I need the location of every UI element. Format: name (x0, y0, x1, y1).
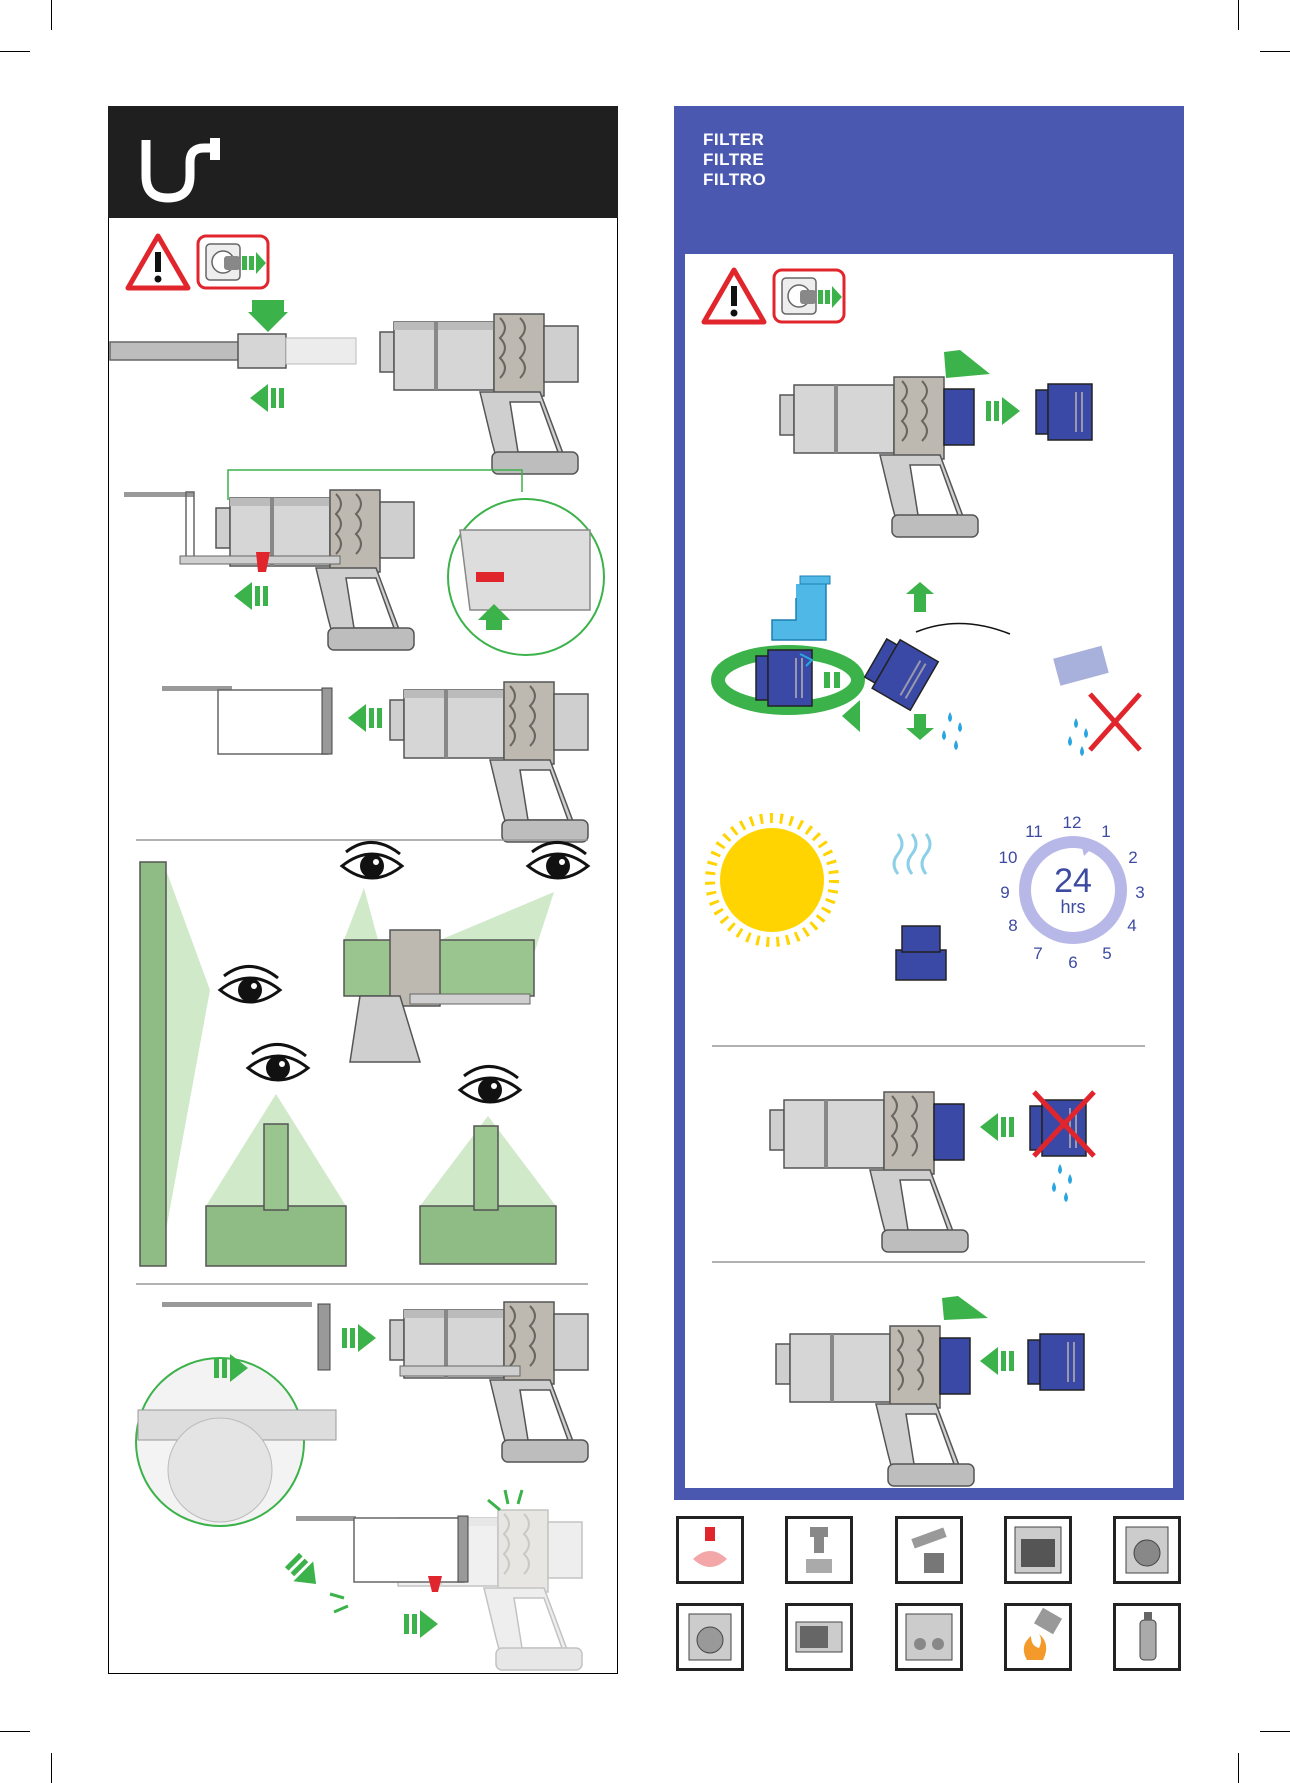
no-dishwasher-icon (895, 1603, 963, 1671)
vacuum-step2 (216, 490, 414, 650)
no-washing-machine-icon (1113, 1516, 1181, 1584)
clock-number: 7 (1033, 944, 1042, 964)
cleaner-head-1 (206, 1206, 346, 1266)
clock-number: 10 (999, 848, 1018, 868)
drying-unit: hrs (1048, 898, 1098, 916)
filter-refit (1028, 1334, 1084, 1390)
eye-icon (220, 966, 280, 1002)
clock-number: 1 (1101, 822, 1110, 842)
clock-number: 9 (1000, 883, 1009, 903)
drying-hours: 24 (1048, 864, 1098, 898)
clock-number: 4 (1127, 916, 1136, 936)
wand-green (140, 862, 166, 1266)
clock-number: 5 (1102, 944, 1111, 964)
wand-tube (110, 342, 240, 360)
push-down-arrow (248, 300, 288, 332)
no-hot-water-icon (676, 1516, 744, 1584)
filter-title-es: FILTRO (703, 170, 766, 190)
clock-number: 8 (1008, 916, 1017, 936)
red-release-button (256, 552, 270, 572)
eye-icon (528, 842, 588, 878)
filter-drying (896, 950, 946, 980)
eye-icon (342, 842, 402, 878)
no-naked-flame-icon (1004, 1603, 1072, 1671)
vacuum-step5 (390, 1302, 588, 1462)
eye-icon (248, 1044, 308, 1080)
cleaner-head-2 (420, 1206, 556, 1264)
left-warning-unplug (128, 236, 268, 288)
filter-title-en: FILTER (703, 130, 764, 150)
clock-number: 12 (1063, 813, 1082, 833)
no-aerosol-icon (1113, 1603, 1181, 1671)
filter-rinse (756, 650, 812, 706)
filter-removed (1036, 384, 1092, 440)
eye-icon (460, 1066, 520, 1102)
no-oven-icon (1004, 1516, 1072, 1584)
vacuum-step1 (380, 314, 578, 474)
no-brush-icon (895, 1516, 963, 1584)
no-tap-icon (785, 1516, 853, 1584)
vacuum-step3 (390, 682, 588, 842)
filter-title-fr: FILTRE (703, 150, 764, 170)
clock-number: 3 (1135, 883, 1144, 903)
no-microwave-icon (785, 1603, 853, 1671)
inspect-beam-wand (166, 870, 210, 1230)
no-tumble-dryer-icon (676, 1603, 744, 1671)
clock-number: 2 (1128, 848, 1137, 868)
clock-number: 11 (1025, 822, 1043, 842)
clock-number: 6 (1068, 953, 1077, 973)
